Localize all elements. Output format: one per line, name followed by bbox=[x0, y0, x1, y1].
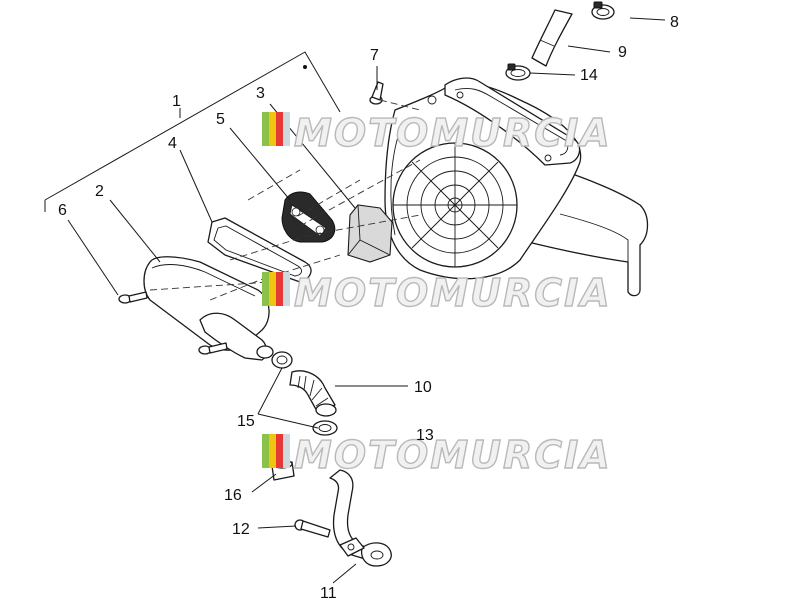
callout-11: 11 bbox=[320, 585, 337, 600]
watermark-flag-icon bbox=[262, 272, 290, 306]
watermark-flag-stripe bbox=[269, 272, 276, 306]
callout-8: 8 bbox=[670, 14, 679, 31]
callout-6: 6 bbox=[58, 202, 67, 219]
seal-ring-4 bbox=[207, 217, 312, 283]
gasket-plate-5 bbox=[281, 191, 336, 243]
watermark-flag-icon bbox=[262, 434, 290, 468]
watermark-top: MOTOMURCIA bbox=[262, 110, 612, 156]
callout-13: 13 bbox=[416, 427, 434, 444]
callout-15: 15 bbox=[237, 413, 255, 430]
watermark-bottom: MOTOMURCIA bbox=[262, 432, 612, 478]
callout-14: 14 bbox=[580, 67, 598, 84]
hose-clamp-8 bbox=[591, 1, 615, 20]
callout-1: 1 bbox=[172, 93, 181, 110]
watermark-flag-stripe bbox=[283, 434, 290, 468]
watermark-middle: MOTOMURCIA bbox=[262, 270, 612, 316]
bolt-12 bbox=[294, 519, 331, 538]
watermark-text: MOTOMURCIA bbox=[294, 433, 612, 477]
fan-housing bbox=[384, 77, 649, 297]
clamp-15-lower bbox=[312, 420, 338, 436]
filter-element-3 bbox=[347, 204, 393, 263]
watermark-flag-stripe bbox=[262, 434, 269, 468]
callout-labels: 1 2 3 4 5 6 7 8 9 10 11 12 13 14 15 16 bbox=[58, 14, 679, 600]
watermark-flag-stripe bbox=[262, 272, 269, 306]
callout-12: 12 bbox=[232, 521, 250, 538]
watermark-flag-icon bbox=[262, 112, 290, 146]
hose-9 bbox=[531, 9, 573, 67]
watermark-flag-stripe bbox=[276, 112, 283, 146]
watermark-text: MOTOMURCIA bbox=[294, 111, 612, 155]
callout-3: 3 bbox=[256, 85, 265, 102]
callout-4: 4 bbox=[168, 135, 177, 152]
callout-2: 2 bbox=[95, 183, 104, 200]
callout-5: 5 bbox=[216, 111, 225, 128]
screw-6-upper bbox=[118, 291, 148, 304]
hose-clamp-14 bbox=[505, 63, 531, 81]
watermark-flag-stripe bbox=[283, 112, 290, 146]
screw-7 bbox=[369, 81, 384, 105]
watermark-flag-stripe bbox=[269, 434, 276, 468]
watermark-flag-stripe bbox=[269, 112, 276, 146]
callout-16: 16 bbox=[224, 487, 242, 504]
watermark-flag-stripe bbox=[262, 112, 269, 146]
side-cover-2 bbox=[143, 256, 274, 361]
watermark-text: MOTOMURCIA bbox=[294, 271, 612, 315]
watermark-flag-stripe bbox=[283, 272, 290, 306]
callout-7: 7 bbox=[370, 47, 379, 64]
callout-9: 9 bbox=[618, 44, 627, 61]
clamp-15-upper bbox=[271, 351, 293, 369]
assembly-lines bbox=[149, 99, 421, 301]
screw-6-lower bbox=[198, 342, 228, 355]
callout-10: 10 bbox=[414, 379, 432, 396]
elbow-pipe-10 bbox=[289, 370, 337, 417]
pipe-11 bbox=[329, 469, 392, 567]
watermark-flag-stripe bbox=[276, 434, 283, 468]
watermark-flag-stripe bbox=[276, 272, 283, 306]
